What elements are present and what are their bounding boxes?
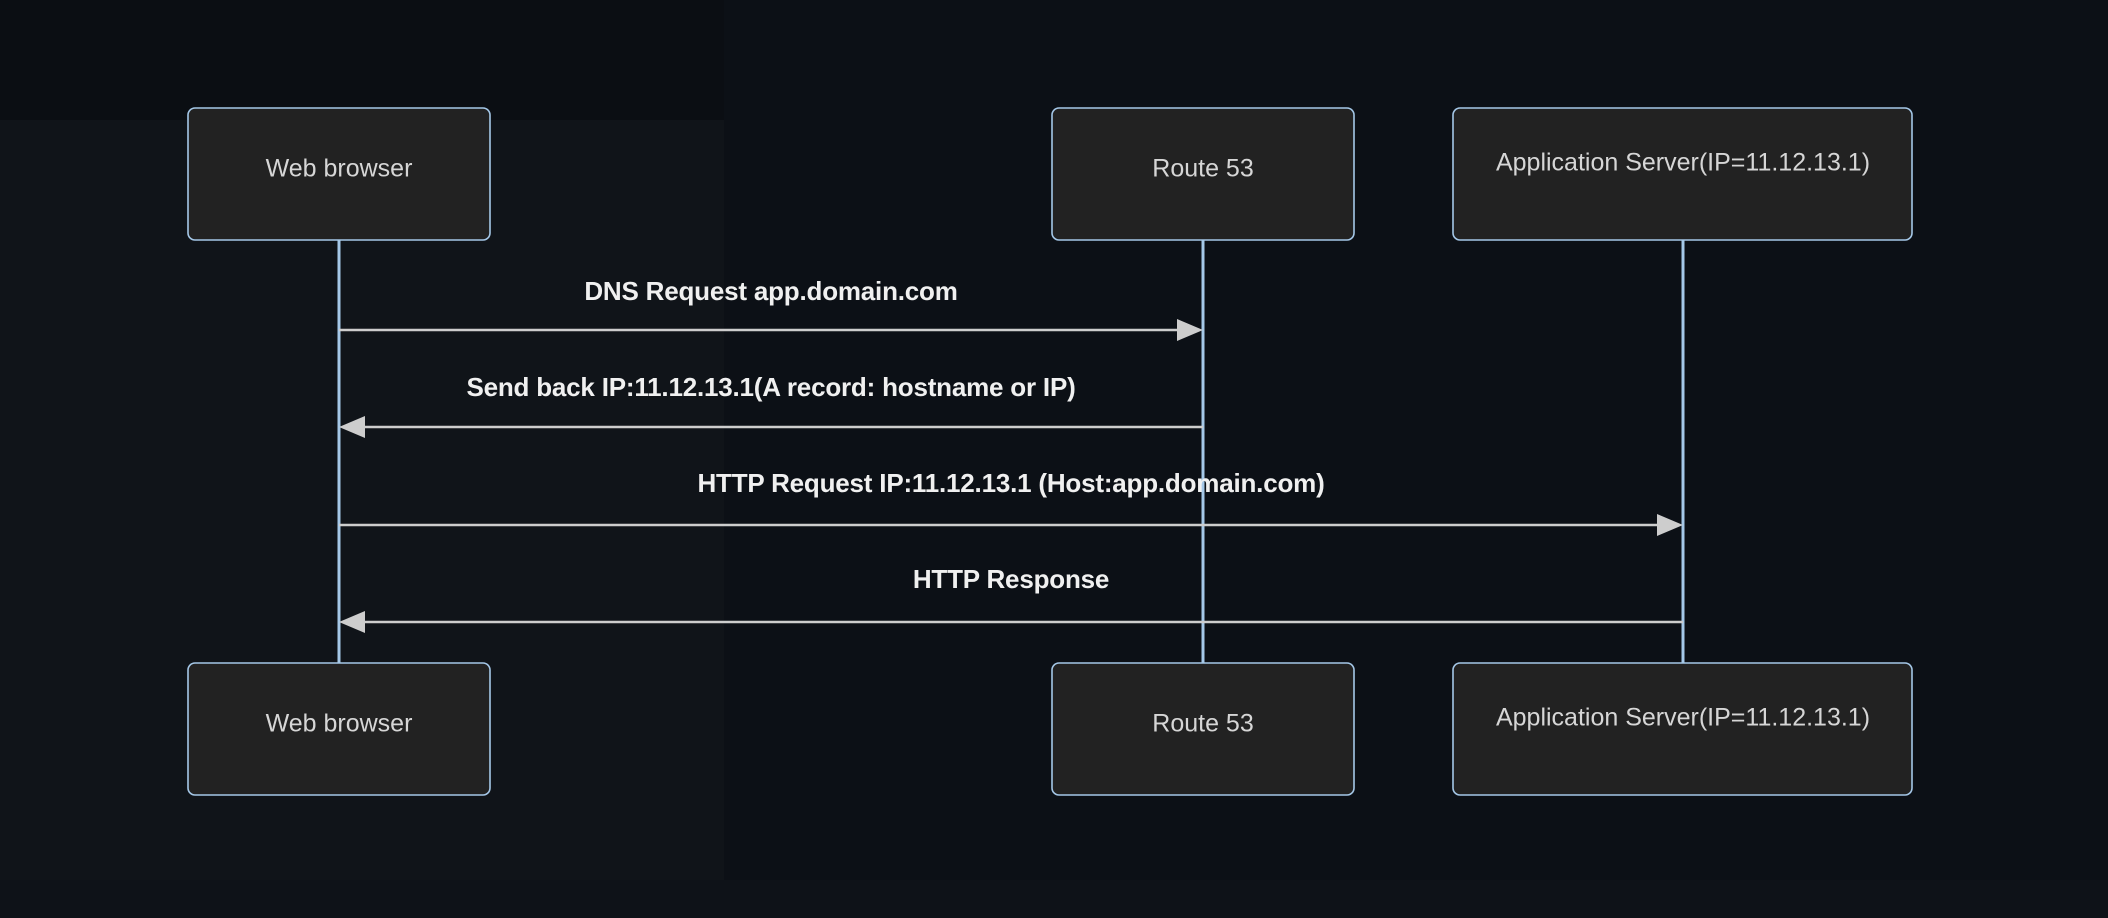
message-3[interactable]: HTTP Request IP:11.12.13.1 (Host:app.dom… [339, 468, 1683, 536]
participant-box-shape [187, 107, 491, 241]
participant-box-shape [1051, 107, 1355, 241]
message-arrowhead [339, 611, 365, 633]
message-arrowhead [1177, 319, 1203, 341]
participant-box-route53-top[interactable]: Route 53 [1051, 107, 1355, 241]
participant-boxes-top: Web browser Route 53 Application Server(IP… [187, 107, 1913, 241]
participant-box-shape [1452, 662, 1913, 796]
participant-label-appserver: Application Server(IP=11.12.13.1) [1496, 704, 1870, 732]
message-arrowhead [1657, 514, 1683, 536]
participant-label-browser: Web browser [266, 155, 413, 183]
participant-box-shape [1051, 662, 1355, 796]
participant-label-appserver: Application Server(IP=11.12.13.1) [1496, 149, 1870, 177]
participant-label-route53: Route 53 [1152, 155, 1253, 183]
message-4[interactable]: HTTP Response [339, 564, 1683, 633]
participant-box-shape [1452, 107, 1913, 241]
message-1[interactable]: DNS Request app.domain.com [339, 276, 1203, 341]
message-label: HTTP Request IP:11.12.13.1 (Host:app.dom… [697, 468, 1324, 498]
participant-box-appserver-bottom[interactable]: Application Server(IP=11.12.13.1) [1452, 662, 1913, 796]
participant-label-route53: Route 53 [1152, 710, 1253, 738]
participant-box-shape [187, 662, 491, 796]
participant-box-appserver-top[interactable]: Application Server(IP=11.12.13.1) [1452, 107, 1913, 241]
message-2[interactable]: Send back IP:11.12.13.1(A record: hostna… [339, 372, 1203, 438]
message-label: HTTP Response [913, 564, 1109, 594]
participant-box-browser-bottom[interactable]: Web browser [187, 662, 491, 796]
participant-boxes-bottom: Web browser Route 53 Application Server(IP… [187, 662, 1913, 796]
participant-box-route53-bottom[interactable]: Route 53 [1051, 662, 1355, 796]
message-arrowhead [339, 416, 365, 438]
lifeline-group [337, 240, 1685, 663]
message-label: DNS Request app.domain.com [584, 276, 957, 306]
message-label: Send back IP:11.12.13.1(A record: hostna… [466, 372, 1075, 402]
participant-label-browser: Web browser [266, 710, 413, 738]
participant-box-browser-top[interactable]: Web browser [187, 107, 491, 241]
